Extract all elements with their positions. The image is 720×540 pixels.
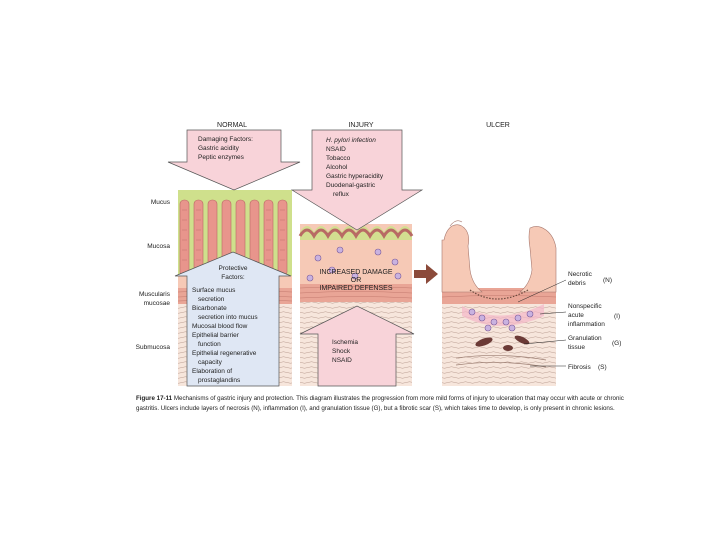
protective-item: Epithelial barrier [192, 332, 240, 339]
header-injury: INJURY [348, 122, 373, 129]
protective-item: Elaboration of [192, 368, 232, 375]
injury-causes-arrow: Ischemia Shock NSAID [299, 305, 415, 387]
label-mucus: Mucus [151, 199, 171, 206]
ulcer-tissue-panel [441, 220, 557, 386]
injury-factor-item: reflux [333, 191, 350, 198]
protective-factors-arrow: Protective Factors: Surface mucus secret… [174, 251, 292, 387]
injury-factor-item: Gastric hyperacidity [326, 173, 384, 180]
header-ulcer: ULCER [486, 122, 510, 129]
label-inflammation: inflammation [568, 321, 605, 328]
label-fibrosis: Fibrosis [568, 364, 592, 371]
injury-factor-item: Alcohol [326, 164, 348, 171]
protective-item: Surface mucus [192, 287, 236, 294]
label-fibrosis-code: (S) [598, 364, 607, 371]
label-necrotic: Necrotic [568, 271, 593, 278]
protective-item: function [198, 341, 221, 348]
injury-factor-item: H. pylori infection [326, 137, 376, 144]
label-necrotic-code: (N) [603, 277, 612, 284]
protective-item: capacity [198, 359, 223, 366]
figure-caption: Figure 17-11 Mechanisms of gastric injur… [136, 394, 632, 414]
damaging-item: Peptic enzymes [198, 154, 245, 161]
figure-caption-text: Mechanisms of gastric injury and protect… [136, 395, 624, 412]
progression-arrow [414, 264, 438, 284]
label-inflammation-code: (I) [614, 313, 620, 320]
label-mucosae: mucosae [144, 300, 171, 307]
injury-factor-item: NSAID [326, 146, 346, 153]
header-normal: NORMAL [217, 122, 247, 129]
label-mucosa: Mucosa [147, 243, 170, 250]
injury-factor-item: Tobacco [326, 155, 351, 162]
protective-title: Protective [219, 265, 248, 272]
injury-factor-item: Duodenal-gastric [326, 182, 376, 189]
injury-cause-item: NSAID [332, 357, 352, 364]
figure-number: Figure 17-11 [136, 395, 173, 402]
protective-item: secretion [198, 296, 225, 303]
damage-label: INCREASED DAMAGE [319, 269, 392, 276]
label-granulation-code: (G) [612, 340, 621, 347]
damaging-factors-arrow: Damaging Factors: Gastric acidity Peptic… [167, 129, 301, 191]
protective-title: Factors: [221, 274, 245, 281]
label-submucosa: Submucosa [136, 344, 171, 351]
damaging-factors-title: Damaging Factors: [198, 136, 253, 143]
protective-item: Bicarbonate [192, 305, 227, 312]
damage-label: IMPAIRED DEFENSES [320, 285, 393, 292]
label-necrotic: debris [568, 280, 586, 287]
injury-cause-item: Shock [332, 348, 351, 355]
protective-item: Epithelial regenerative [192, 350, 257, 357]
injury-factors-arrow: H. pylori infection NSAID Tobacco Alcoho… [290, 129, 424, 231]
protective-item: Mucosal blood flow [192, 323, 248, 330]
protective-item: prostaglandins [198, 377, 241, 384]
injury-cause-item: Ischemia [332, 339, 358, 346]
label-granulation: Granulation [568, 335, 602, 342]
label-granulation: tissue [568, 344, 585, 351]
ulcer-labels: Necrotic debris (N) Nonspecific acute in… [568, 271, 621, 371]
ulcer-leader-lines [517, 279, 567, 367]
damage-label: OR [351, 277, 362, 284]
label-muscularis: Muscularis [139, 291, 171, 298]
label-inflammation: acute [568, 312, 584, 319]
label-inflammation: Nonspecific [568, 303, 602, 310]
damaging-item: Gastric acidity [198, 145, 240, 152]
protective-item: secretion into mucus [198, 314, 258, 321]
